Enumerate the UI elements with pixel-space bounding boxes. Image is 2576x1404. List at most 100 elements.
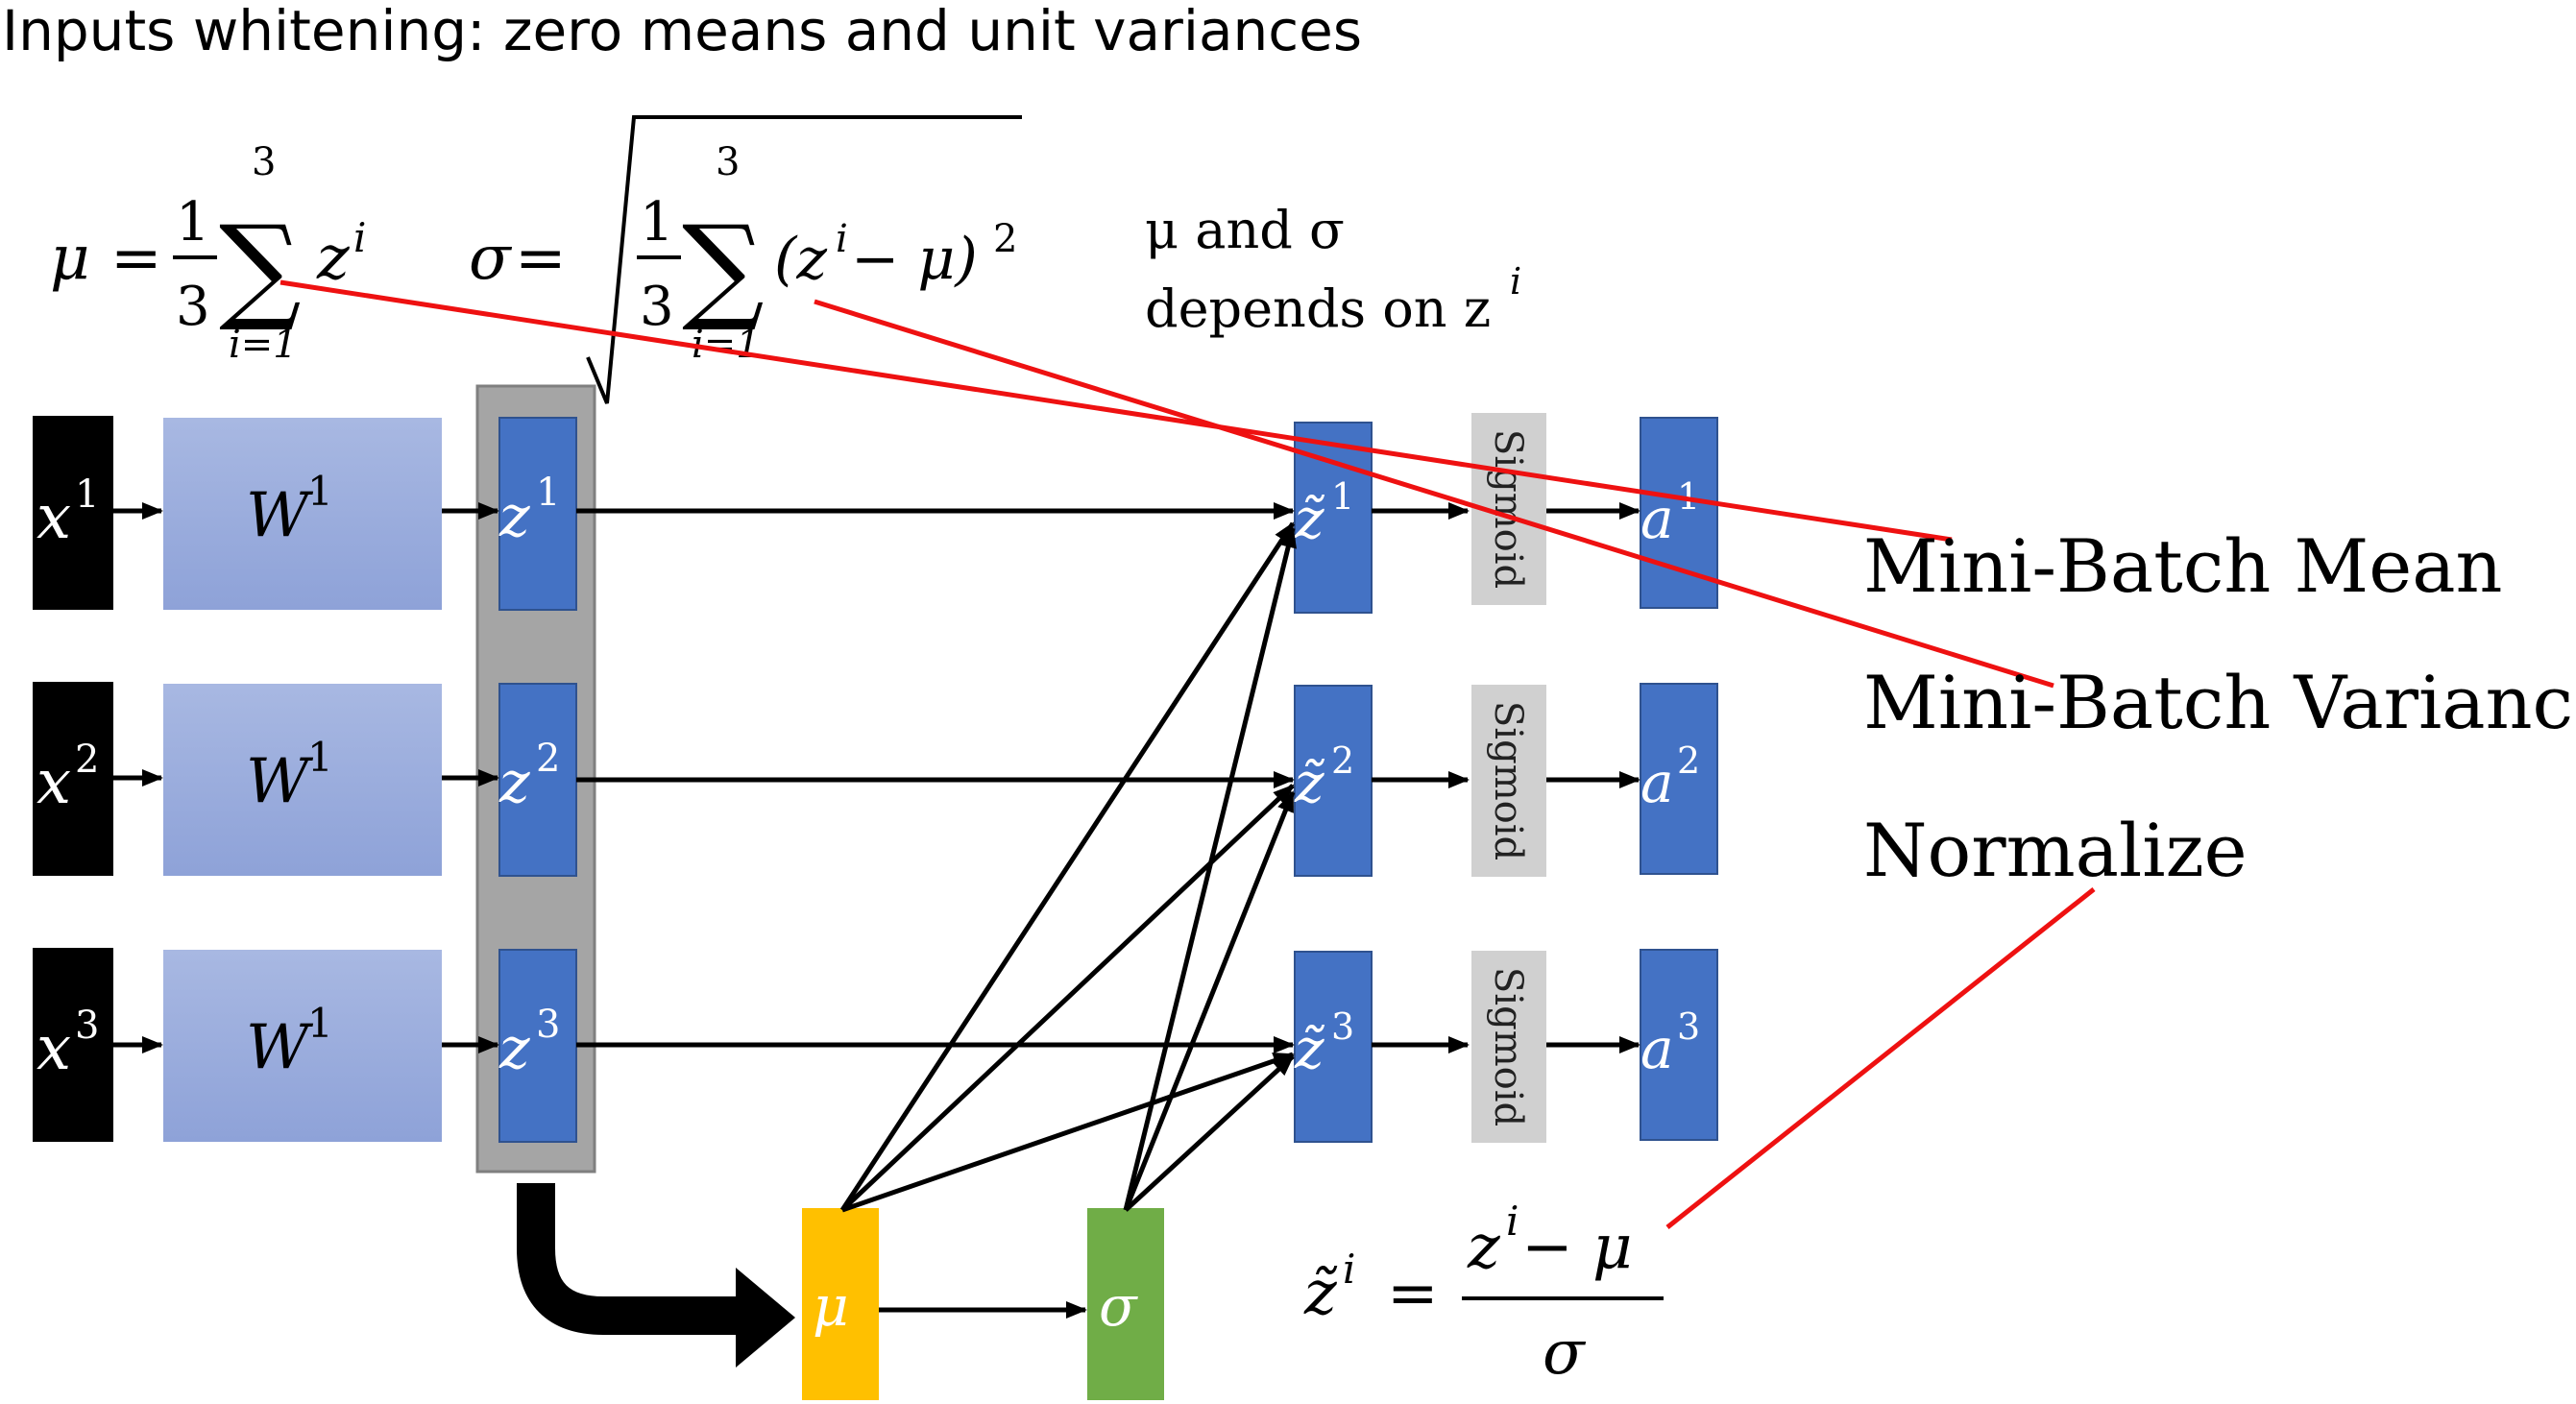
a-column: a 1 a 2 a 3	[1640, 417, 1718, 1141]
weight-sup-1: 1	[307, 468, 333, 515]
a-label-2: a	[1640, 750, 1674, 815]
mean-lhs: μ	[50, 223, 90, 294]
mean-equals: =	[110, 223, 162, 294]
normalize-equals: =	[1387, 1258, 1439, 1329]
sigmoid-label-1: Sigmoid	[1486, 429, 1530, 589]
std-term-sup: i	[836, 217, 848, 261]
weight-label-1: W	[246, 480, 314, 551]
arrow-sigma-zt2	[1123, 790, 1296, 1211]
annotation-labels: Mini-Batch Mean Mini-Batch Variance Norm…	[1863, 523, 2576, 893]
normalize-num: z	[1467, 1212, 1501, 1283]
normalize-pointer-line	[1665, 887, 2096, 1229]
normalize-label: Normalize	[1863, 808, 2248, 893]
z-label-1: z	[498, 483, 530, 550]
input-label-1: x	[36, 482, 71, 553]
z-tilde-node-2	[1294, 685, 1373, 877]
input-box-3	[33, 948, 113, 1142]
arrow-sigma-zt1	[1123, 526, 1297, 1211]
input-sup-3: 3	[75, 1004, 99, 1048]
input-label-2: x	[36, 747, 71, 818]
note-line-1: μ and σ	[1145, 200, 1345, 260]
page-title: Inputs whitening: zero means and unit va…	[2, 0, 1362, 63]
mean-frac-den: 3	[176, 276, 210, 338]
arrow-mu-zt2	[840, 784, 1295, 1212]
std-power: 2	[993, 217, 1017, 261]
note-line-2: depends on z	[1145, 278, 1491, 339]
weight-label-2: W	[246, 746, 314, 817]
forward-arrows	[113, 502, 1640, 1319]
arrow-mu-zt1	[839, 521, 1296, 1212]
std-lhs: σ	[469, 223, 513, 294]
std-formula: σ = 1 3 3 ∑ i=1 (z i − μ) 2	[469, 115, 1022, 404]
z-to-mu-shaft	[517, 1183, 740, 1335]
variance-pointer-line	[814, 299, 2054, 689]
mu-sigma-note: μ and σ depends on z i	[1145, 200, 1521, 339]
sigmoid-box-2	[1471, 685, 1546, 877]
mean-sum-lower: i=1	[229, 323, 298, 367]
std-sum-upper: 3	[716, 140, 740, 184]
normalize-num-sup: i	[1506, 1198, 1519, 1245]
z-node-3	[498, 949, 577, 1143]
input-sup-1: 1	[75, 472, 99, 517]
mean-sum-upper: 3	[252, 140, 276, 184]
mean-term: z	[316, 223, 351, 294]
mean-pointer-line	[279, 279, 1953, 543]
weight-sup-3: 1	[307, 1000, 333, 1047]
std-sqrt-sign	[586, 115, 1022, 404]
z-tilde-sup-3: 3	[1331, 1005, 1354, 1048]
normalize-lhs-sup: i	[1343, 1246, 1355, 1293]
weight-box-3	[163, 950, 442, 1142]
a-node-2	[1640, 683, 1718, 875]
z-tilde-label-1: z̃	[1294, 486, 1325, 551]
weight-column: W 1 W 1 W 1	[163, 418, 442, 1142]
weight-sup-2: 1	[307, 734, 333, 781]
input-column: x 1 x 2 x 3	[33, 416, 113, 1142]
z-tilde-sup-1: 1	[1331, 475, 1354, 518]
sigmoid-box-3	[1471, 951, 1546, 1143]
std-frac-den: 3	[640, 276, 674, 338]
normalization-arrows	[839, 521, 1297, 1213]
a-node-3	[1640, 949, 1718, 1141]
sigma-label: σ	[1099, 1273, 1138, 1339]
z-label-2: z	[498, 749, 530, 816]
weight-box-2	[163, 684, 442, 876]
input-box-2	[33, 682, 113, 876]
sigmoid-label-2: Sigmoid	[1486, 701, 1530, 860]
z-tilde-label-2: z̃	[1294, 750, 1325, 815]
arrow-sigma-zt3	[1124, 1054, 1295, 1212]
normalize-lhs: z̃	[1303, 1258, 1338, 1329]
z-tilde-column: z̃ 1 z̃ 2 z̃ 3	[1294, 422, 1373, 1143]
a-sup-2: 2	[1677, 739, 1700, 782]
z-to-mu-head	[736, 1268, 795, 1368]
a-label-3: a	[1640, 1016, 1674, 1081]
std-sum-symbol: ∑	[682, 202, 765, 335]
normalize-num-rest: − μ	[1521, 1212, 1633, 1283]
variance-label: Mini-Batch Variance	[1863, 660, 2576, 745]
weight-box-1	[163, 418, 442, 610]
mu-box	[802, 1208, 879, 1400]
z-label-3: z	[498, 1015, 530, 1082]
mean-sum-symbol: ∑	[219, 202, 302, 335]
sigma-box	[1087, 1208, 1164, 1400]
z-sup-1: 1	[536, 471, 560, 515]
z-tilde-label-3: z̃	[1294, 1016, 1325, 1081]
z-tilde-sup-2: 2	[1331, 739, 1354, 782]
annotation-lines	[279, 279, 2096, 1229]
z-to-mu-arrow	[517, 1183, 795, 1368]
mean-term-sup: i	[353, 214, 366, 261]
normalize-den: σ	[1543, 1318, 1587, 1389]
mean-formula: μ = 1 3 3 ∑ i=1 z i	[50, 140, 366, 367]
input-sup-2: 2	[75, 738, 99, 782]
normalize-formula: z̃ i = z i − μ σ	[1303, 1198, 1664, 1389]
a-sup-3: 3	[1677, 1005, 1700, 1048]
mean-label: Mini-Batch Mean	[1863, 523, 2502, 609]
z-node-1	[498, 417, 577, 611]
std-term-rest: − μ)	[851, 226, 978, 293]
z-column: z 1 z 2 z 3	[498, 417, 577, 1143]
std-equals: =	[515, 223, 567, 294]
std-term: (z	[774, 226, 827, 293]
mu-label: μ	[813, 1273, 849, 1339]
sigmoid-column: Sigmoid Sigmoid Sigmoid	[1471, 413, 1546, 1143]
input-label-3: x	[36, 1013, 71, 1084]
